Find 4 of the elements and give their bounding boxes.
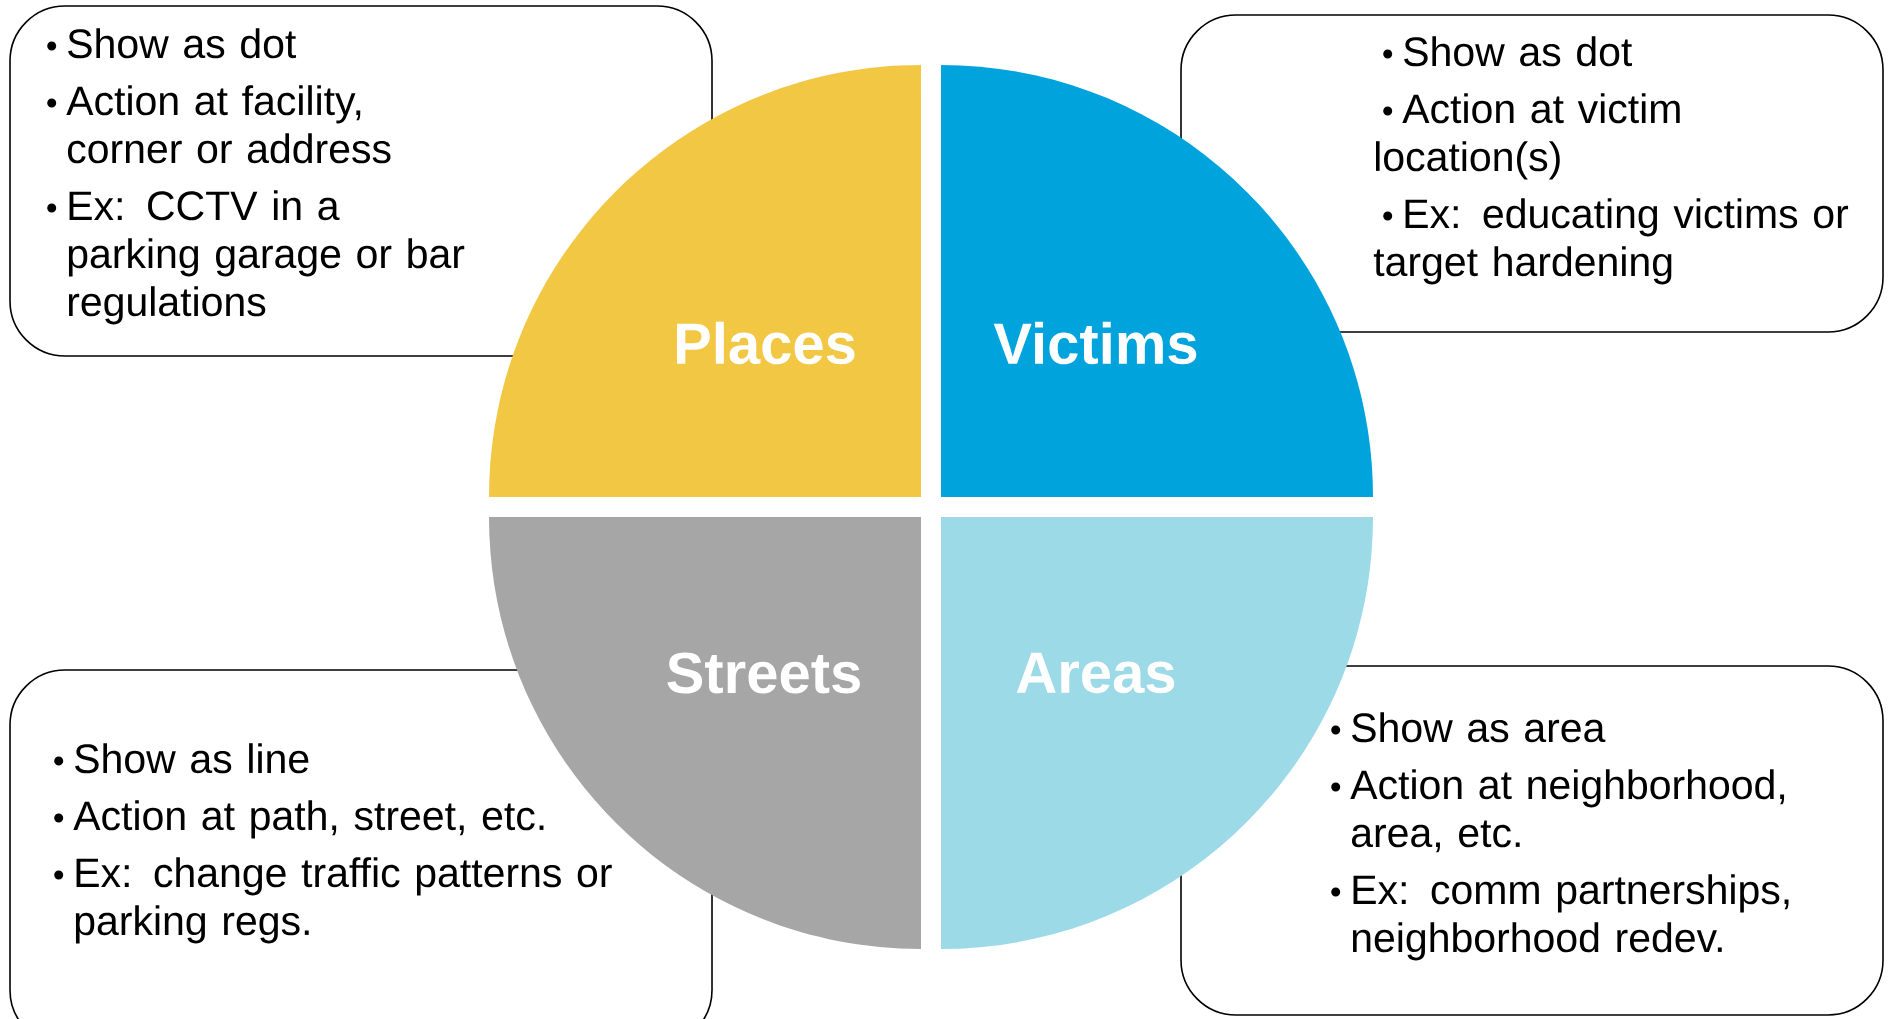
quadrant: Victims xyxy=(941,65,1373,497)
quadrant: Places xyxy=(489,65,921,497)
callout-box: Show as area Action at neighborhood, area, etc. Ex: comm partnerships, neighborhood redev. xyxy=(1180,665,1884,1016)
callout-box: Show as dot Action at victim location(s) Ex: educating victims or target hardening xyxy=(1180,14,1884,333)
